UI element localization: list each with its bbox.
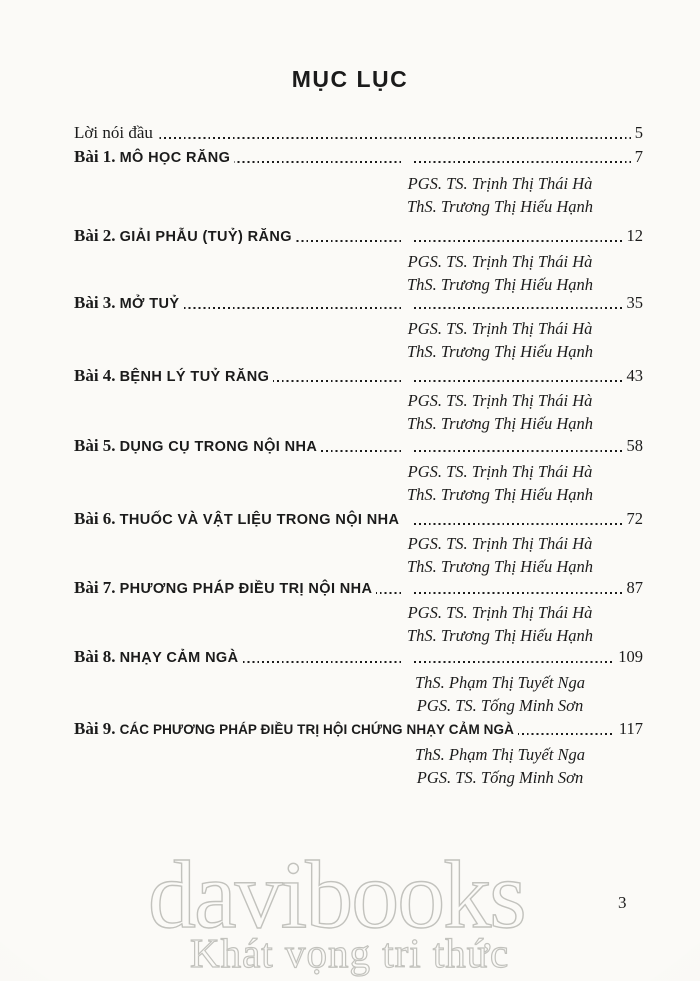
page-number: 109 [614, 647, 643, 666]
author-line: PGS. TS. Trịnh Thị Thái Hà [407, 534, 593, 553]
author-line: PGS. TS. Trịnh Thị Thái Hà [407, 174, 593, 193]
page-number: 5 [630, 123, 643, 142]
toc-entry-8: Bài 8.NHẠY CẢM NGÀ 109 [74, 647, 643, 668]
toc-entry-3: Bài 3.MỞ TUỶ 35 [74, 293, 643, 314]
page-number: 72 [622, 509, 643, 528]
entry-authors-8: ThS. Phạm Thị Tuyết Nga PGS. TS. Tống Mi… [355, 671, 645, 717]
entry-authors-1: PGS. TS. Trịnh Thị Thái Hà ThS. Trương T… [355, 172, 645, 218]
author-line: PGS. TS. Tống Minh Sơn [416, 696, 584, 715]
page-number: 87 [622, 578, 643, 597]
page-number: 43 [622, 366, 643, 385]
entry-label: Bài 8.NHẠY CẢM NGÀ [74, 647, 243, 668]
watermark-slogan: Khát vọng tri thức [189, 930, 510, 976]
entry-authors-5: PGS. TS. Trịnh Thị Thái Hà ThS. Trương T… [355, 460, 645, 506]
entry-label: Bài 9.CÁC PHƯƠNG PHÁP ĐIỀU TRỊ HỘI CHỨNG… [74, 719, 518, 739]
entry-authors-4: PGS. TS. Trịnh Thị Thái Hà ThS. Trương T… [355, 389, 645, 435]
entry-title: GIẢI PHẪU (TUỶ) RĂNG [119, 229, 292, 245]
page-number: 7 [630, 147, 643, 166]
entry-label: Lời nói đầu [74, 123, 157, 142]
leader-gap [401, 375, 411, 385]
entry-authors-3: PGS. TS. Trịnh Thị Thái Hà ThS. Trương T… [355, 317, 645, 363]
toc-entry-7: Bài 7.PHƯƠNG PHÁP ĐIỀU TRỊ NỘI NHA 87 [74, 578, 643, 599]
author-line: PGS. TS. Trịnh Thị Thái Hà [407, 603, 593, 622]
entry-authors-6: PGS. TS. Trịnh Thị Thái Hà ThS. Trương T… [355, 532, 645, 578]
leader-gap [401, 587, 411, 597]
author-line: PGS. TS. Trịnh Thị Thái Hà [407, 252, 593, 271]
entry-prefix: Bài 7. [74, 578, 116, 597]
entry-label: Bài 1.MÔ HỌC RĂNG [74, 147, 235, 168]
leader-gap [401, 302, 411, 312]
leader-gap [401, 156, 411, 166]
toc-entry-9: Bài 9.CÁC PHƯƠNG PHÁP ĐIỀU TRỊ HỘI CHỨNG… [74, 719, 643, 739]
entry-title: PHƯƠNG PHÁP ĐIỀU TRỊ NỘI NHA [119, 581, 373, 597]
entry-title: DỤNG CỤ TRONG NỘI NHA [119, 439, 318, 455]
page-number: 35 [622, 293, 643, 312]
author-line: ThS. Trương Thị Hiếu Hạnh [406, 485, 594, 504]
author-line: ThS. Trương Thị Hiếu Hạnh [406, 557, 594, 576]
leader-gap [401, 656, 411, 666]
toc-entry-1: Bài 1.MÔ HỌC RĂNG 7 [74, 147, 643, 168]
entry-title: BỆNH LÝ TUỶ RĂNG [119, 369, 270, 385]
author-line: ThS. Trương Thị Hiếu Hạnh [406, 342, 594, 361]
entry-prefix: Bài 6. [74, 509, 116, 528]
entry-label: Bài 3.MỞ TUỶ [74, 293, 184, 314]
entry-prefix: Bài 9. [74, 719, 116, 738]
toc-entry-5: Bài 5.DỤNG CỤ TRONG NỘI NHA 58 [74, 436, 643, 457]
page-title: MỤC LỤC [291, 66, 409, 92]
entry-label: Bài 7.PHƯƠNG PHÁP ĐIỀU TRỊ NỘI NHA [74, 578, 377, 599]
entry-authors-2: PGS. TS. Trịnh Thị Thái Hà ThS. Trương T… [355, 250, 645, 296]
entry-title: MÔ HỌC RĂNG [119, 150, 231, 166]
entry-label: Bài 2.GIẢI PHẪU (TUỶ) RĂNG [74, 226, 296, 247]
author-line: ThS. Phạm Thị Tuyết Nga [414, 673, 586, 692]
author-line: PGS. TS. Trịnh Thị Thái Hà [407, 391, 593, 410]
author-line: ThS. Phạm Thị Tuyết Nga [414, 745, 586, 764]
author-line: ThS. Trương Thị Hiếu Hạnh [406, 275, 594, 294]
page-number: 117 [614, 719, 643, 738]
author-line: PGS. TS. Trịnh Thị Thái Hà [407, 319, 593, 338]
entry-title: NHẠY CẢM NGÀ [119, 650, 239, 666]
author-line: PGS. TS. Tống Minh Sơn [416, 768, 584, 787]
author-line: PGS. TS. Trịnh Thị Thái Hà [407, 462, 593, 481]
author-line: ThS. Trương Thị Hiếu Hạnh [406, 626, 594, 645]
page-number: 58 [622, 436, 643, 455]
entry-prefix: Bài 2. [74, 226, 116, 245]
leader-gap [401, 235, 411, 245]
entry-label: Bài 6.THUỐC VÀ VẬT LIỆU TRONG NỘI NHA [74, 509, 404, 530]
entry-prefix: Bài 1. [74, 147, 116, 166]
toc-entry-4: Bài 4.BỆNH LÝ TUỶ RĂNG 43 [74, 366, 643, 387]
entry-prefix: Bài 3. [74, 293, 116, 312]
entry-prefix: Bài 8. [74, 647, 116, 666]
leader-gap [401, 518, 411, 528]
entry-label: Bài 4.BỆNH LÝ TUỶ RĂNG [74, 366, 274, 387]
toc-entry-preface: Lời nói đầu 5 [74, 123, 643, 142]
page-number: 12 [622, 226, 643, 245]
entry-authors-9: ThS. Phạm Thị Tuyết Nga PGS. TS. Tống Mi… [355, 743, 645, 789]
author-line: ThS. Trương Thị Hiếu Hạnh [406, 197, 594, 216]
entry-title: CÁC PHƯƠNG PHÁP ĐIỀU TRỊ HỘI CHỨNG NHẠY … [119, 722, 514, 737]
page-folio: 3 [618, 893, 627, 912]
toc-entry-2: Bài 2.GIẢI PHẪU (TUỶ) RĂNG 12 [74, 226, 643, 247]
entry-prefix: Bài 4. [74, 366, 116, 385]
entry-prefix: Bài 5. [74, 436, 116, 455]
leader-gap [401, 445, 411, 455]
author-line: ThS. Trương Thị Hiếu Hạnh [406, 414, 594, 433]
entry-title: THUỐC VÀ VẬT LIỆU TRONG NỘI NHA [119, 512, 400, 528]
entry-label: Bài 5.DỤNG CỤ TRONG NỘI NHA [74, 436, 322, 457]
entry-authors-7: PGS. TS. Trịnh Thị Thái Hà ThS. Trương T… [355, 601, 645, 647]
toc-entry-6: Bài 6.THUỐC VÀ VẬT LIỆU TRONG NỘI NHA 72 [74, 509, 643, 530]
entry-title: MỞ TUỶ [119, 296, 180, 312]
watermark-logo: davibooks [147, 841, 527, 948]
